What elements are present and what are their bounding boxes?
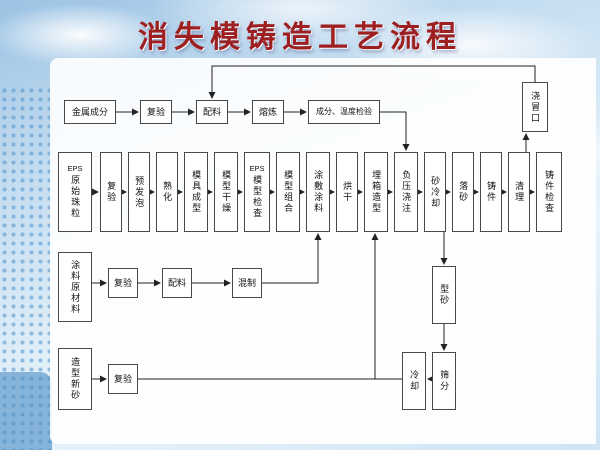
node-sand-recheck: 复验 — [108, 364, 138, 394]
node-cooling: 冷却 — [402, 352, 426, 410]
node-eps-model-check-label: 模型检查 — [252, 175, 263, 220]
node-eps-raw-beads: EPS 原始珠粒 — [58, 152, 92, 232]
node-coating-application: 涂敷涂料 — [306, 152, 330, 232]
node-coating-batching: 配料 — [162, 268, 192, 298]
node-eps-raw-beads-label: 原始珠粒 — [70, 175, 81, 220]
slide-title: 消失模铸造工艺流程 — [138, 21, 462, 54]
dot-pattern-decoration — [0, 86, 52, 450]
node-aging: 熟化 — [156, 152, 178, 232]
node-coating-recheck: 复验 — [108, 268, 138, 298]
node-casting-inspection: 铸件检查 — [536, 152, 562, 232]
node-casting: 铸件 — [480, 152, 502, 232]
node-molding-sand: 型砂 — [432, 266, 456, 324]
node-melting: 熔炼 — [252, 100, 284, 124]
node-composition-temperature-check: 成分、温度检验 — [308, 100, 380, 124]
node-screening: 筛分 — [432, 352, 456, 410]
node-model-drying: 模型干燥 — [214, 152, 238, 232]
node-eps-recheck: 复验 — [100, 152, 122, 232]
node-metal-batching: 配料 — [196, 100, 228, 124]
node-eps-raw-beads-prefix: EPS — [67, 163, 83, 173]
node-mold-forming: 模具成型 — [184, 152, 208, 232]
node-drying: 烘干 — [336, 152, 358, 232]
node-flask-molding: 埋箱造型 — [364, 152, 388, 232]
node-shakeout: 落砂 — [452, 152, 474, 232]
node-new-molding-sand: 造型新砂 — [58, 348, 92, 410]
node-model-assembly: 模型组合 — [276, 152, 300, 232]
node-mixing: 混制 — [232, 268, 262, 298]
node-eps-model-check: EPS 模型检查 — [244, 152, 270, 232]
node-coating-raw-materials: 涂料原材料 — [58, 252, 92, 322]
node-eps-model-check-prefix: EPS — [249, 163, 265, 173]
node-riser: 浇冒口 — [522, 82, 548, 132]
node-metal-recheck: 复验 — [140, 100, 172, 124]
node-sand-cooling: 砂冷却 — [424, 152, 446, 232]
node-pre-foaming: 预发泡 — [128, 152, 150, 232]
node-metal-composition: 金属成分 — [64, 100, 116, 124]
node-vacuum-pouring: 负压浇注 — [394, 152, 418, 232]
node-cleaning: 清理 — [508, 152, 530, 232]
